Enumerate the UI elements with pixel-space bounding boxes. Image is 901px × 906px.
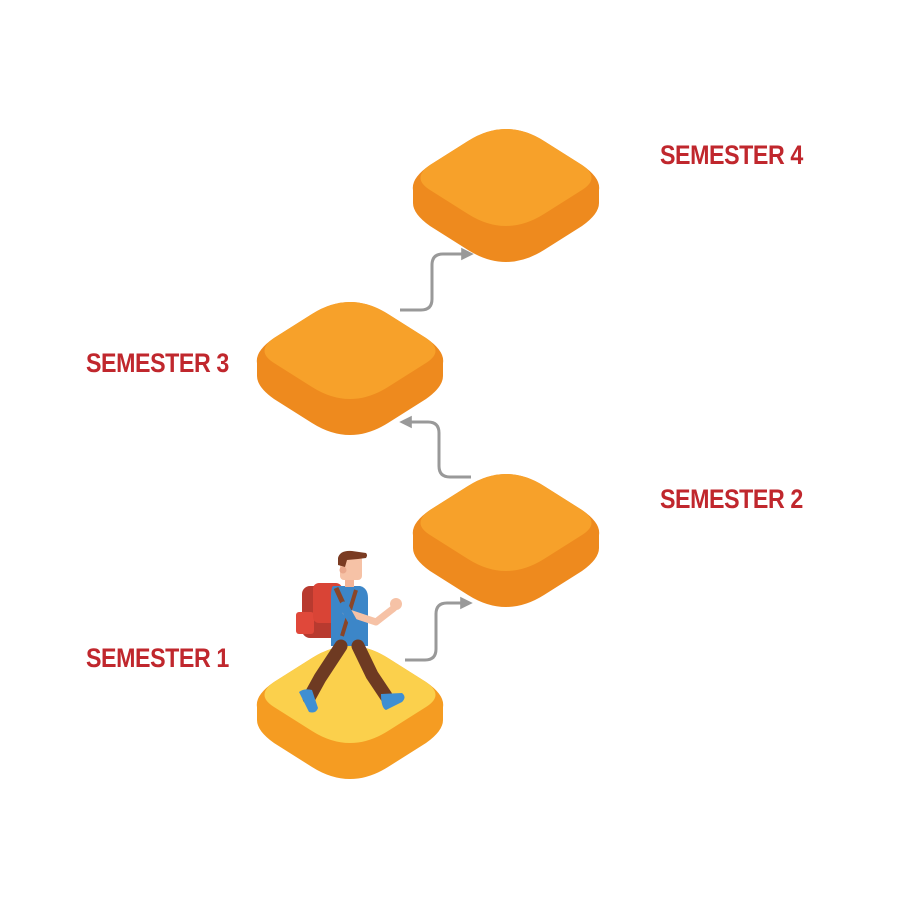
semester-3-label: SEMESTER 3 — [86, 348, 229, 378]
semester-2-label: SEMESTER 2 — [660, 484, 803, 514]
arrow-s1-to-s2 — [405, 596, 473, 662]
arrow-s2-to-s3 — [399, 415, 471, 479]
student-with-backpack-walking-icon — [296, 550, 405, 713]
arrow-s3-to-s4 — [400, 247, 474, 312]
semester-1-label: SEMESTER 1 — [86, 643, 229, 673]
tile-semester-3 — [256, 302, 444, 435]
tile-semester-4 — [412, 129, 600, 262]
tile-semester-1 — [256, 646, 444, 779]
semester-4-label: SEMESTER 4 — [660, 140, 803, 170]
tile-semester-2 — [412, 474, 600, 607]
